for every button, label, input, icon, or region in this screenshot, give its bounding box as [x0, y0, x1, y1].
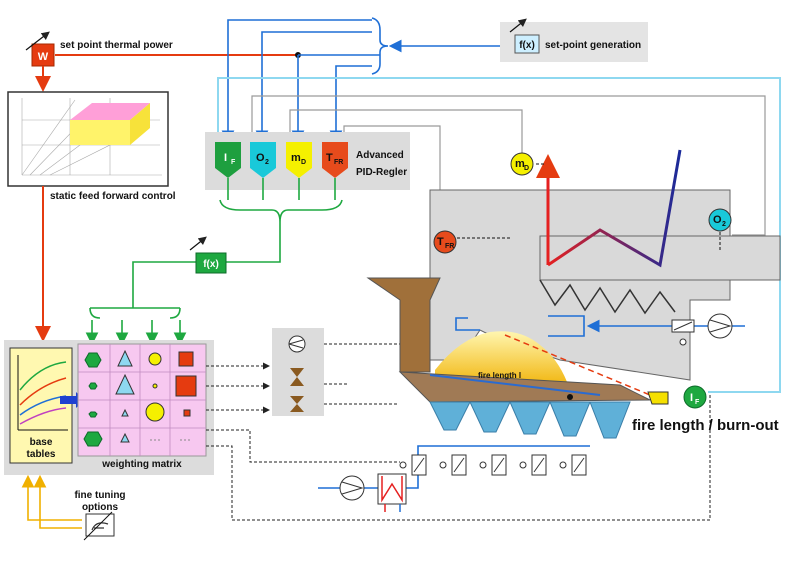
fx-setpoint-label: f(x) — [519, 40, 535, 51]
fine-tuning-knob-icon[interactable] — [83, 511, 115, 541]
matrix-output-lines — [206, 295, 711, 521]
fire-length-burnout-label: fire length / burn-out — [632, 417, 779, 434]
svg-text:F: F — [231, 159, 236, 166]
controller-tfr[interactable]: T FR — [322, 142, 348, 178]
svg-text:m: m — [515, 158, 525, 170]
base-tables-label-2: tables — [27, 449, 56, 460]
setpoint-lines — [55, 17, 505, 144]
svg-text:D: D — [301, 159, 306, 166]
svg-text:m: m — [291, 152, 301, 164]
base-tables-label-1: base — [30, 437, 53, 448]
svg-text:O: O — [713, 214, 722, 226]
sensor-md[interactable]: m D — [510, 152, 546, 176]
static-ff-label: static feed forward control — [50, 191, 176, 202]
w-block[interactable]: W — [25, 31, 55, 67]
svg-text:2: 2 — [722, 221, 726, 228]
svg-text:I: I — [690, 392, 693, 404]
fine-tuning-label-1: fine tuning — [74, 490, 125, 501]
air-damper-icon[interactable] — [671, 319, 695, 346]
pid-output-lines — [89, 178, 343, 319]
controller-if[interactable]: I F — [215, 142, 241, 178]
fine-tuning-label-2: options — [82, 502, 119, 513]
setpoint-generation-label: set-point generation — [545, 40, 641, 51]
grate-air-dampers — [318, 445, 590, 489]
svg-text:2: 2 — [265, 159, 269, 166]
o2-feedback-line — [217, 77, 781, 393]
svg-text:T: T — [326, 152, 333, 164]
air-fan-icon[interactable] — [707, 313, 733, 339]
fx-mid-label: f(x) — [203, 259, 219, 270]
fine-tuning-lines — [21, 474, 82, 529]
advanced-pid-label-2: PID-Regler — [356, 167, 407, 178]
fx-mid-block[interactable]: f(x) — [189, 236, 227, 274]
svg-text:O: O — [256, 152, 265, 164]
sensor-if[interactable]: I F — [647, 385, 707, 409]
svg-text:F: F — [695, 399, 700, 406]
controller-o2[interactable]: O 2 — [250, 142, 276, 178]
svg-text:D: D — [524, 165, 529, 172]
fire-end-dot — [567, 394, 573, 400]
controller-md[interactable]: m D — [286, 142, 312, 178]
weighting-matrix-label: weighting matrix — [101, 459, 182, 470]
w-label: W — [38, 51, 49, 63]
setpoint-thermal-label: set point thermal power — [60, 40, 173, 51]
fan-actuator-icon[interactable] — [288, 335, 306, 353]
sensor-tfr[interactable]: T FR — [433, 230, 512, 254]
fire-length-inner-label: fire length l — [478, 371, 521, 380]
sensor-o2[interactable]: O 2 — [708, 208, 732, 250]
weighting-matrix[interactable] — [77, 343, 207, 457]
advanced-pid-label-1: Advanced — [356, 150, 404, 161]
svg-text:T: T — [437, 236, 444, 248]
fx-setpoint-block[interactable]: f(x) — [509, 18, 540, 54]
furnace — [366, 149, 781, 439]
fire-sensor-line — [504, 334, 651, 396]
feed-forward-chart — [7, 91, 169, 187]
valve-actuator-icon[interactable] — [290, 368, 304, 386]
matrix-input-arrows — [85, 320, 187, 346]
air-preheater-icon[interactable] — [377, 473, 407, 512]
svg-text:FR: FR — [445, 243, 454, 250]
svg-text:FR: FR — [334, 159, 343, 166]
grate-fan-icon[interactable] — [339, 475, 365, 501]
svg-text:I: I — [224, 152, 227, 164]
valve-actuator-icon-2[interactable] — [290, 396, 304, 412]
